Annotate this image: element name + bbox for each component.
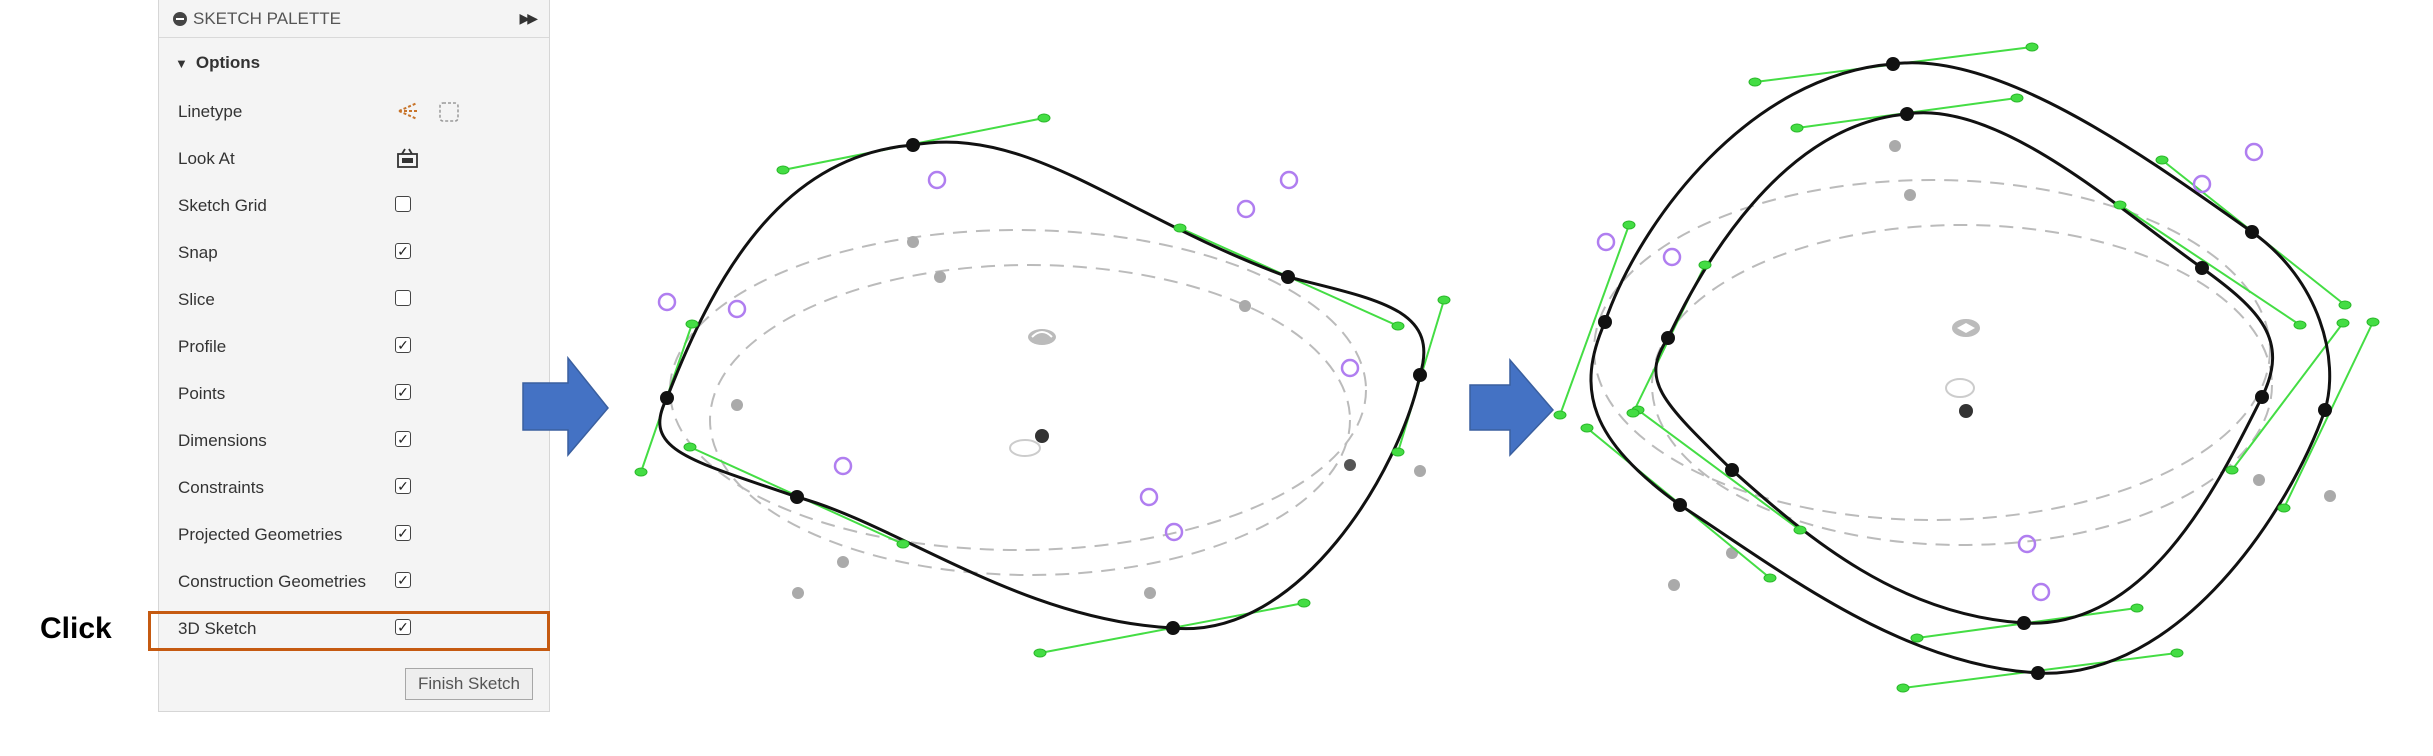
option-row-slice: Slice [159, 276, 549, 323]
handle-end-points-2 [1553, 42, 2380, 693]
sketch-before [634, 113, 1451, 658]
linetype-construction-icon[interactable] [395, 99, 421, 128]
checkbox-snap[interactable]: ✓ [395, 243, 411, 259]
finish-sketch-button[interactable]: Finish Sketch [405, 668, 533, 700]
option-label: 3D Sketch [178, 618, 257, 638]
option-row-look-at: Look At [159, 135, 549, 182]
palette-title: SKETCH PALETTE [193, 8, 341, 28]
option-row-linetype: Linetype [159, 88, 549, 135]
option-row-projected-geometries: Projected Geometries ✓ [159, 511, 549, 558]
option-label: Look At [178, 148, 235, 168]
checkbox-3d-sketch[interactable]: ✓ [395, 619, 411, 635]
option-label: Dimensions [178, 430, 267, 450]
options-section-header[interactable]: ▼ Options [159, 38, 549, 88]
click-label: Click [40, 612, 112, 645]
closed-spline-curve [658, 140, 1426, 631]
arrow-right-1 [522, 355, 609, 458]
caret-down-icon: ▼ [175, 55, 188, 71]
tangent-handles-2 [1559, 46, 2374, 689]
option-label: Sketch Grid [178, 195, 267, 215]
checkbox-constraints[interactable]: ✓ [395, 478, 411, 494]
palette-header[interactable]: SKETCH PALETTE ▶▶ [159, 0, 549, 38]
checkbox-dimensions[interactable]: ✓ [395, 431, 411, 447]
option-label: Points [178, 383, 226, 403]
curve-points [660, 138, 1427, 635]
tangent-handles [640, 117, 1445, 654]
checkbox-points[interactable]: ✓ [395, 384, 411, 400]
look-at-icon[interactable] [395, 146, 421, 175]
control-points [657, 170, 1360, 542]
checkbox-construction-geometries[interactable]: ✓ [395, 572, 411, 588]
checkbox-profile[interactable]: ✓ [395, 337, 411, 353]
construction-ellipses [669, 229, 1367, 576]
checkbox-sketch-grid[interactable] [395, 196, 411, 212]
control-points-2 [1596, 142, 2264, 602]
option-label: Construction Geometries [178, 571, 367, 591]
option-row-sketch-grid: Sketch Grid [159, 182, 549, 229]
expand-icon[interactable]: ▶▶ [519, 10, 537, 26]
sketch-origin-icons-2 [1945, 319, 1980, 398]
option-row-snap: Snap ✓ [159, 229, 549, 276]
option-row-construction-geometries: Construction Geometries ✓ [159, 558, 549, 605]
option-label: Snap [178, 242, 218, 262]
option-label: Projected Geometries [178, 524, 343, 544]
arrow-right-2 [1469, 357, 1555, 457]
option-label: Linetype [178, 101, 243, 121]
collapse-icon[interactable] [173, 11, 187, 26]
options-title: Options [195, 53, 261, 72]
option-row-dimensions: Dimensions ✓ [159, 417, 549, 464]
option-row-constraints: Constraints ✓ [159, 464, 549, 511]
inner-spline-curve [1654, 111, 2274, 625]
sketch-origin-icons [1009, 329, 1056, 457]
option-row-points: Points ✓ [159, 370, 549, 417]
option-label: Slice [178, 289, 215, 309]
construction-points [731, 236, 1426, 599]
construction-points-2 [1668, 140, 2336, 591]
linetype-centerline-icon[interactable] [437, 100, 463, 129]
checkbox-slice[interactable] [395, 290, 411, 306]
option-label: Constraints [178, 477, 264, 497]
curve-points-2 [1598, 57, 2332, 680]
sketch-after [1553, 42, 2380, 693]
handle-end-points [634, 113, 1451, 658]
outer-spline-curve [1589, 61, 2332, 675]
click-highlight-box [148, 611, 550, 651]
construction-ellipses-2 [1593, 179, 2273, 546]
option-row-3d-sketch: 3D Sketch ✓ [159, 605, 549, 652]
option-label: Profile [178, 336, 227, 356]
option-row-profile: Profile ✓ [159, 323, 549, 370]
checkbox-projected-geometries[interactable]: ✓ [395, 525, 411, 541]
